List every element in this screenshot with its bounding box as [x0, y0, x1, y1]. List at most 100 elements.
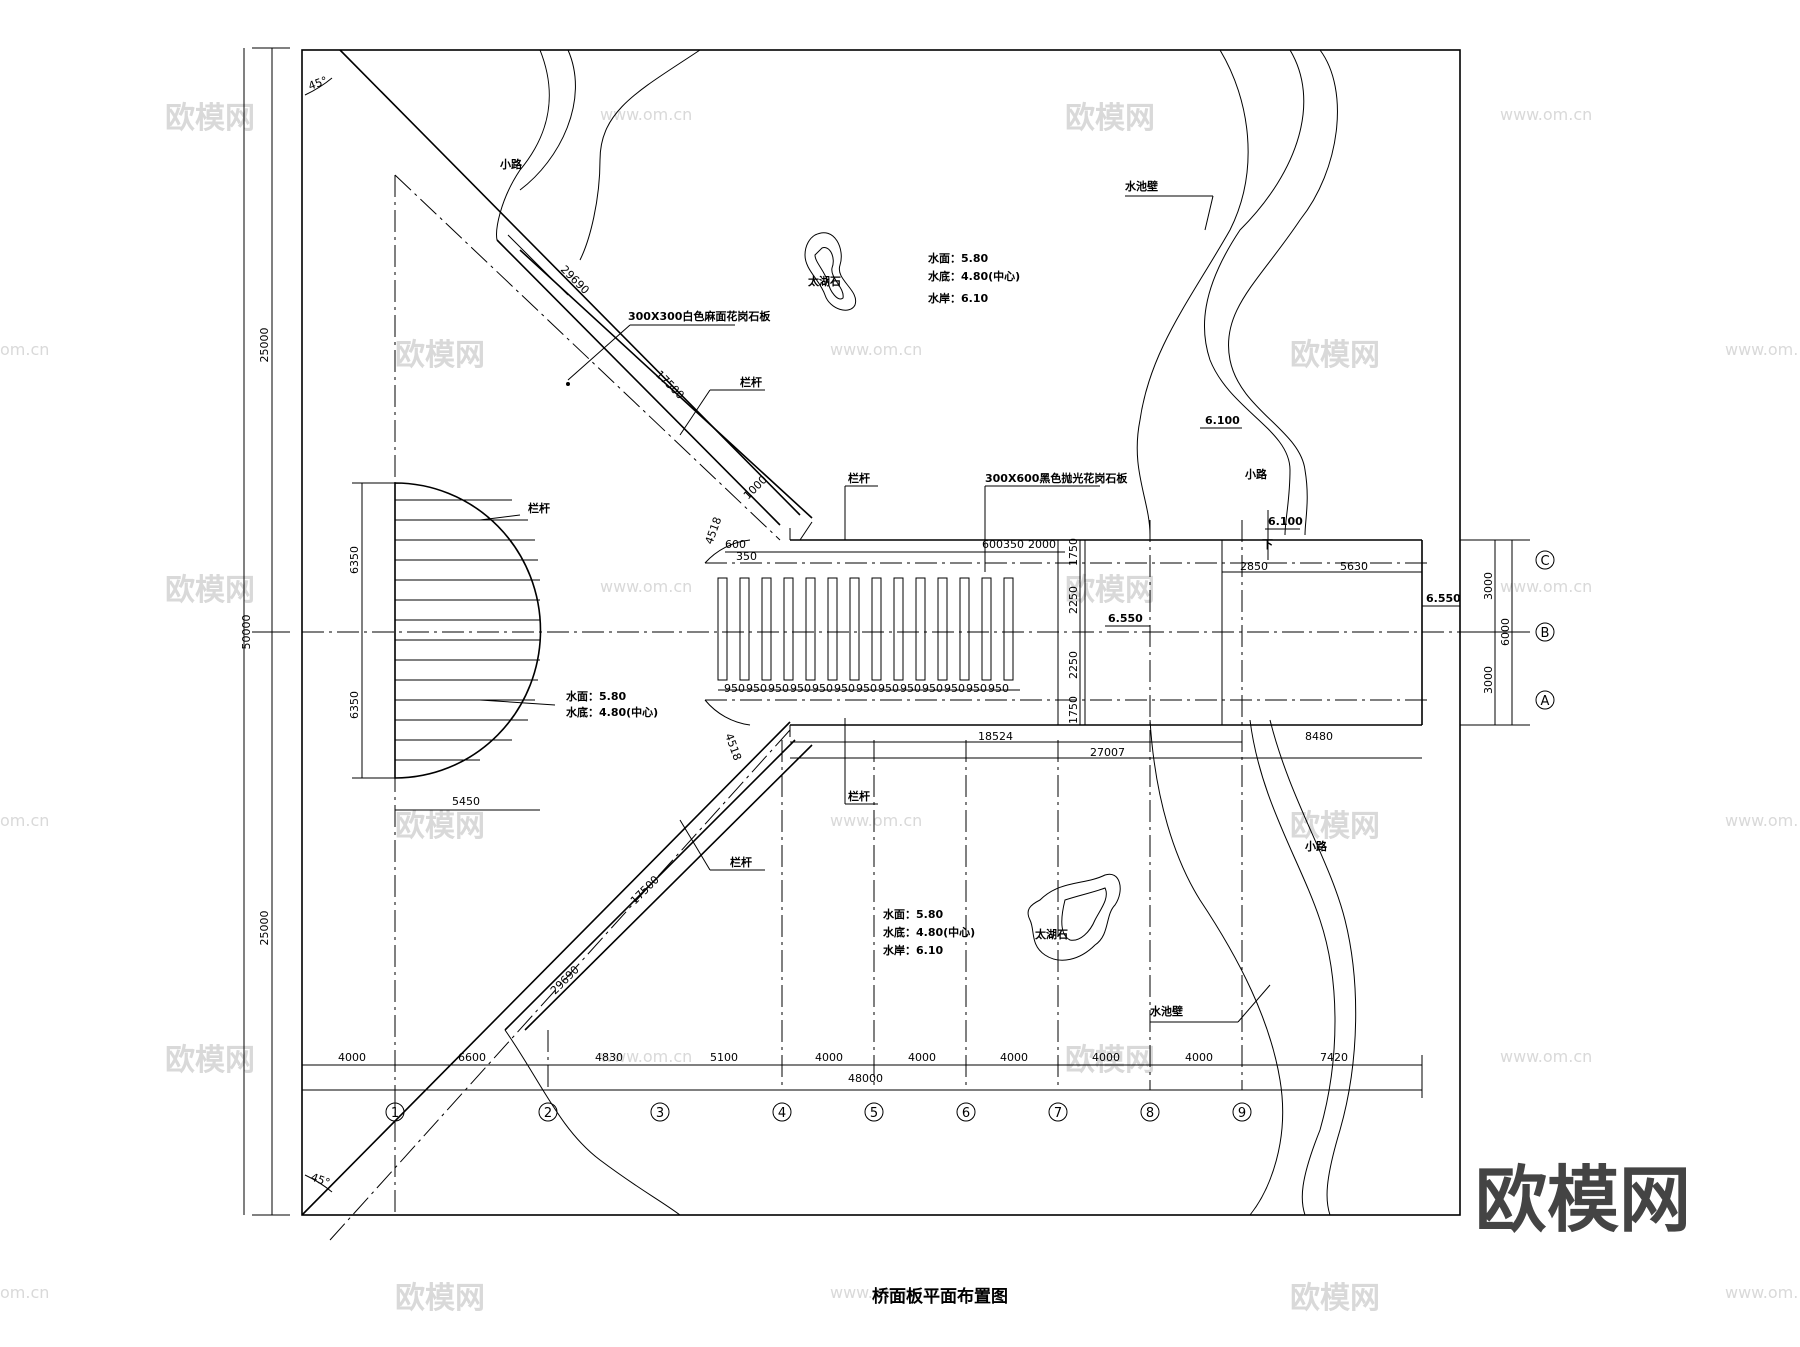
- brand-logo: 欧模网: [1475, 1158, 1691, 1242]
- watermark-url: www.om.: [1725, 1283, 1798, 1302]
- water-surface-bottom: 水面：5.80: [883, 907, 943, 921]
- grid-axis-label: 4: [778, 1106, 786, 1121]
- dim-deck-v1: 2250: [1067, 586, 1080, 614]
- water-bottom-top: 水底：4.80(中心): [928, 269, 1020, 283]
- dim-bottom-seg: 4000: [908, 1051, 936, 1064]
- taihu-stone-top: 太湖石 水面：5.80 水底：4.80(中心) 水岸：6.10: [804, 232, 1020, 311]
- watermark-text: 欧模网: [1065, 101, 1155, 136]
- deck-vertical-dims: 1750 2250 2250 1750: [1067, 538, 1081, 725]
- dim-bottom-seg: 7420: [1320, 1051, 1348, 1064]
- dim-diag-inner-lower: 17500: [628, 873, 662, 907]
- grid-axis-label: 2: [544, 1106, 552, 1121]
- watermark-text: 欧模网: [165, 101, 255, 136]
- elev-bank-top: 6.100: [1205, 414, 1240, 427]
- label-path-right-top: 小路: [1244, 467, 1268, 481]
- grid-axis-label: 1: [391, 1106, 399, 1121]
- dim-deck-left-c: 600: [982, 538, 1003, 551]
- dim-deck-right-a: 2850: [1240, 560, 1268, 573]
- deck-horizontal-dims: 2850 5630 18524 27007 8480: [790, 560, 1422, 759]
- label-pool-wall-top: 水池壁: [1125, 179, 1158, 193]
- semicircle-pool: 栏杆 水面：5.80 水底：4.80(中心) 6350 6350 5450: [348, 482, 658, 811]
- deck-labels: 300X600黑色抛光花岗石板 栏杆 栏杆 6.550 6.550 6.100 …: [844, 414, 1461, 805]
- left-dimension-chain: 25000 25000 50000: [240, 47, 290, 1216]
- dim-slab: 950: [966, 682, 987, 695]
- dim-deck-total: 27007: [1090, 746, 1125, 759]
- dim-gap-top: 1000: [741, 473, 770, 502]
- watermark-url: www.om.cn: [1500, 105, 1592, 124]
- grid-axis-label: 9: [1238, 1106, 1246, 1121]
- watermarks: 欧模网 www.om.cn 欧模网 www.om.cn om.cn 欧模网 ww…: [0, 101, 1798, 1316]
- dim-slab: 950: [790, 682, 811, 695]
- watermark-text: 欧模网: [395, 809, 485, 844]
- dim-deck-left-d: 350: [1003, 538, 1024, 551]
- right-water-edge: 水池壁 小路: [1125, 49, 1338, 536]
- dim-deck-v2: 2250: [1067, 651, 1080, 679]
- top-path: 小路: [496, 49, 701, 261]
- pool-water-surface: 水面：5.80: [566, 689, 626, 703]
- watermark-url: www.om.cn: [830, 340, 922, 359]
- watermark-url: om.cn: [0, 340, 49, 359]
- dim-slab: 950: [944, 682, 965, 695]
- dim-slab: 950: [768, 682, 789, 695]
- deck-slabs: 950 950 950 950 950 950 950 950 950 950 …: [717, 538, 1065, 695]
- dim-deck-v3: 1750: [1067, 696, 1080, 724]
- grid-axis-label: 8: [1146, 1106, 1154, 1121]
- dim-slab: 950: [856, 682, 877, 695]
- watermark-text: 欧模网: [395, 1281, 485, 1316]
- dim-deck-left-e: 2000: [1028, 538, 1056, 551]
- bridge-deck: [704, 521, 1423, 737]
- water-bank-bottom: 水岸：6.10: [883, 943, 943, 957]
- label-taihu-stone-bottom: 太湖石: [1034, 927, 1068, 941]
- dim-pool-bottom: 6350: [348, 691, 361, 719]
- pool-water-bottom: 水底：4.80(中心): [566, 705, 658, 719]
- watermark-text: 欧模网: [1290, 809, 1380, 844]
- watermark-url: www.om.cn: [600, 577, 692, 596]
- label-pool-wall-bottom: 水池壁: [1150, 1004, 1183, 1018]
- drawing-title: 桥面板平面布置图: [872, 1286, 1008, 1307]
- dim-deck-left-b: 350: [736, 550, 757, 563]
- dim-pool-top: 6350: [348, 546, 361, 574]
- dim-deck-v0: 1750: [1067, 538, 1080, 566]
- watermark-url: www.om.cn: [1500, 1047, 1592, 1066]
- watermark-text: 欧模网: [1290, 338, 1380, 373]
- dim-deck-left-a: 600: [725, 538, 746, 551]
- label-deck-stone: 300X600黑色抛光花岗石板: [985, 471, 1128, 485]
- watermark-url: www.om.cn: [830, 1283, 922, 1302]
- label-taihu-stone-top: 太湖石: [807, 274, 841, 288]
- dim-bottom-seg: 4830: [595, 1051, 623, 1064]
- label-railing-pool: 栏杆: [528, 501, 550, 515]
- watermark-text: 欧模网: [1290, 1281, 1380, 1316]
- watermark-url: www.om.: [1725, 811, 1798, 830]
- elev-bridge-end: 6.550: [1426, 592, 1461, 605]
- dim-total-width: 48000: [848, 1072, 883, 1085]
- dim-deck-right-seg: 8480: [1305, 730, 1333, 743]
- dim-bottom-seg: 4000: [1185, 1051, 1213, 1064]
- label-railing-lower-diag: 栏杆: [730, 855, 752, 869]
- dim-slab: 950: [922, 682, 943, 695]
- dim-angle-bottom: 45°: [309, 1171, 332, 1190]
- grid-axis-label: 3: [656, 1106, 664, 1121]
- dim-bottom-seg: 4000: [1000, 1051, 1028, 1064]
- watermark-url: www.om.cn: [830, 811, 922, 830]
- label-railing-deck-top: 栏杆: [848, 471, 870, 485]
- watermark-url: www.om.: [1725, 340, 1798, 359]
- dim-diag-inner-upper: 17500: [653, 368, 687, 402]
- dim-slab: 950: [834, 682, 855, 695]
- taihu-stone-bottom: 太湖石 水面：5.80 水底：4.80(中心) 水岸：6.10: [883, 873, 1121, 961]
- dim-slab: 950: [724, 682, 745, 695]
- dim-bottom-seg: 6600: [458, 1051, 486, 1064]
- elev-bank-right: 6.100: [1268, 515, 1303, 528]
- watermark-text: 欧模网: [395, 338, 485, 373]
- dim-bottom-seg: 5100: [710, 1051, 738, 1064]
- dim-angle-top: 45°: [307, 74, 330, 93]
- dim-deck-right-b: 5630: [1340, 560, 1368, 573]
- slab-spacing-dims: 950 950 950 950 950 950 950 950 950 950 …: [724, 682, 1009, 695]
- dim-total-height: 50000: [240, 615, 253, 650]
- grid-axis-label: 6: [962, 1106, 970, 1121]
- watermark-url: www.om.cn: [1500, 577, 1592, 596]
- diagonal-path-lower: 29690 17500 栏杆 4518 45°: [301, 721, 813, 1241]
- dim-slab: 950: [900, 682, 921, 695]
- dim-right-top: 3000: [1482, 572, 1495, 600]
- water-surface-top: 水面：5.80: [928, 251, 988, 265]
